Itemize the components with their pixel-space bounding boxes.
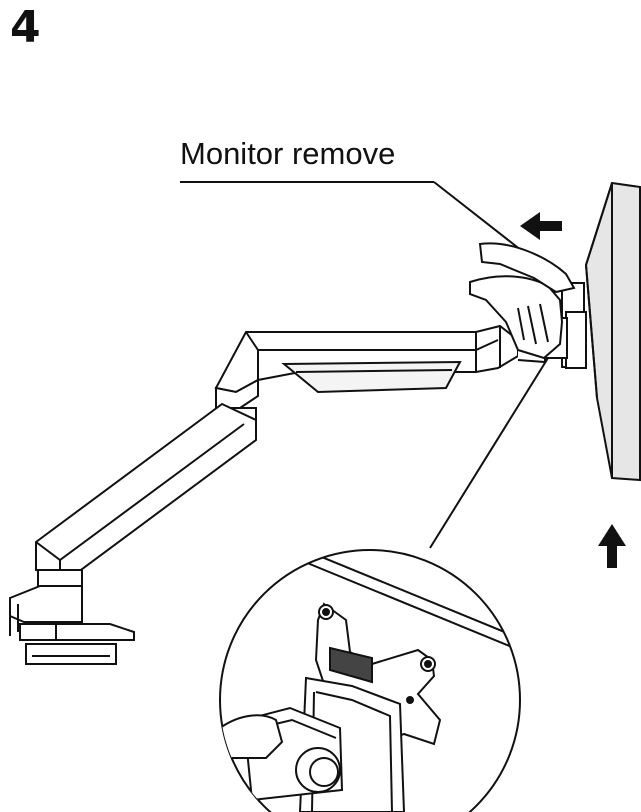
vesa-head [544, 282, 587, 369]
step-number: 4 [10, 2, 41, 53]
pull-left-arrow [520, 212, 562, 240]
callout-label-monitor-remove: Monitor remove [180, 136, 396, 171]
detail-view [219, 549, 521, 812]
cable-tray [281, 360, 462, 394]
callout-leader [180, 181, 573, 291]
detail-pointer-line [429, 357, 549, 549]
monitor-panel [584, 181, 641, 482]
lower-arm [35, 402, 257, 580]
hand [469, 242, 576, 360]
desk-clamp [9, 569, 135, 665]
lift-up-arrow [598, 524, 626, 568]
